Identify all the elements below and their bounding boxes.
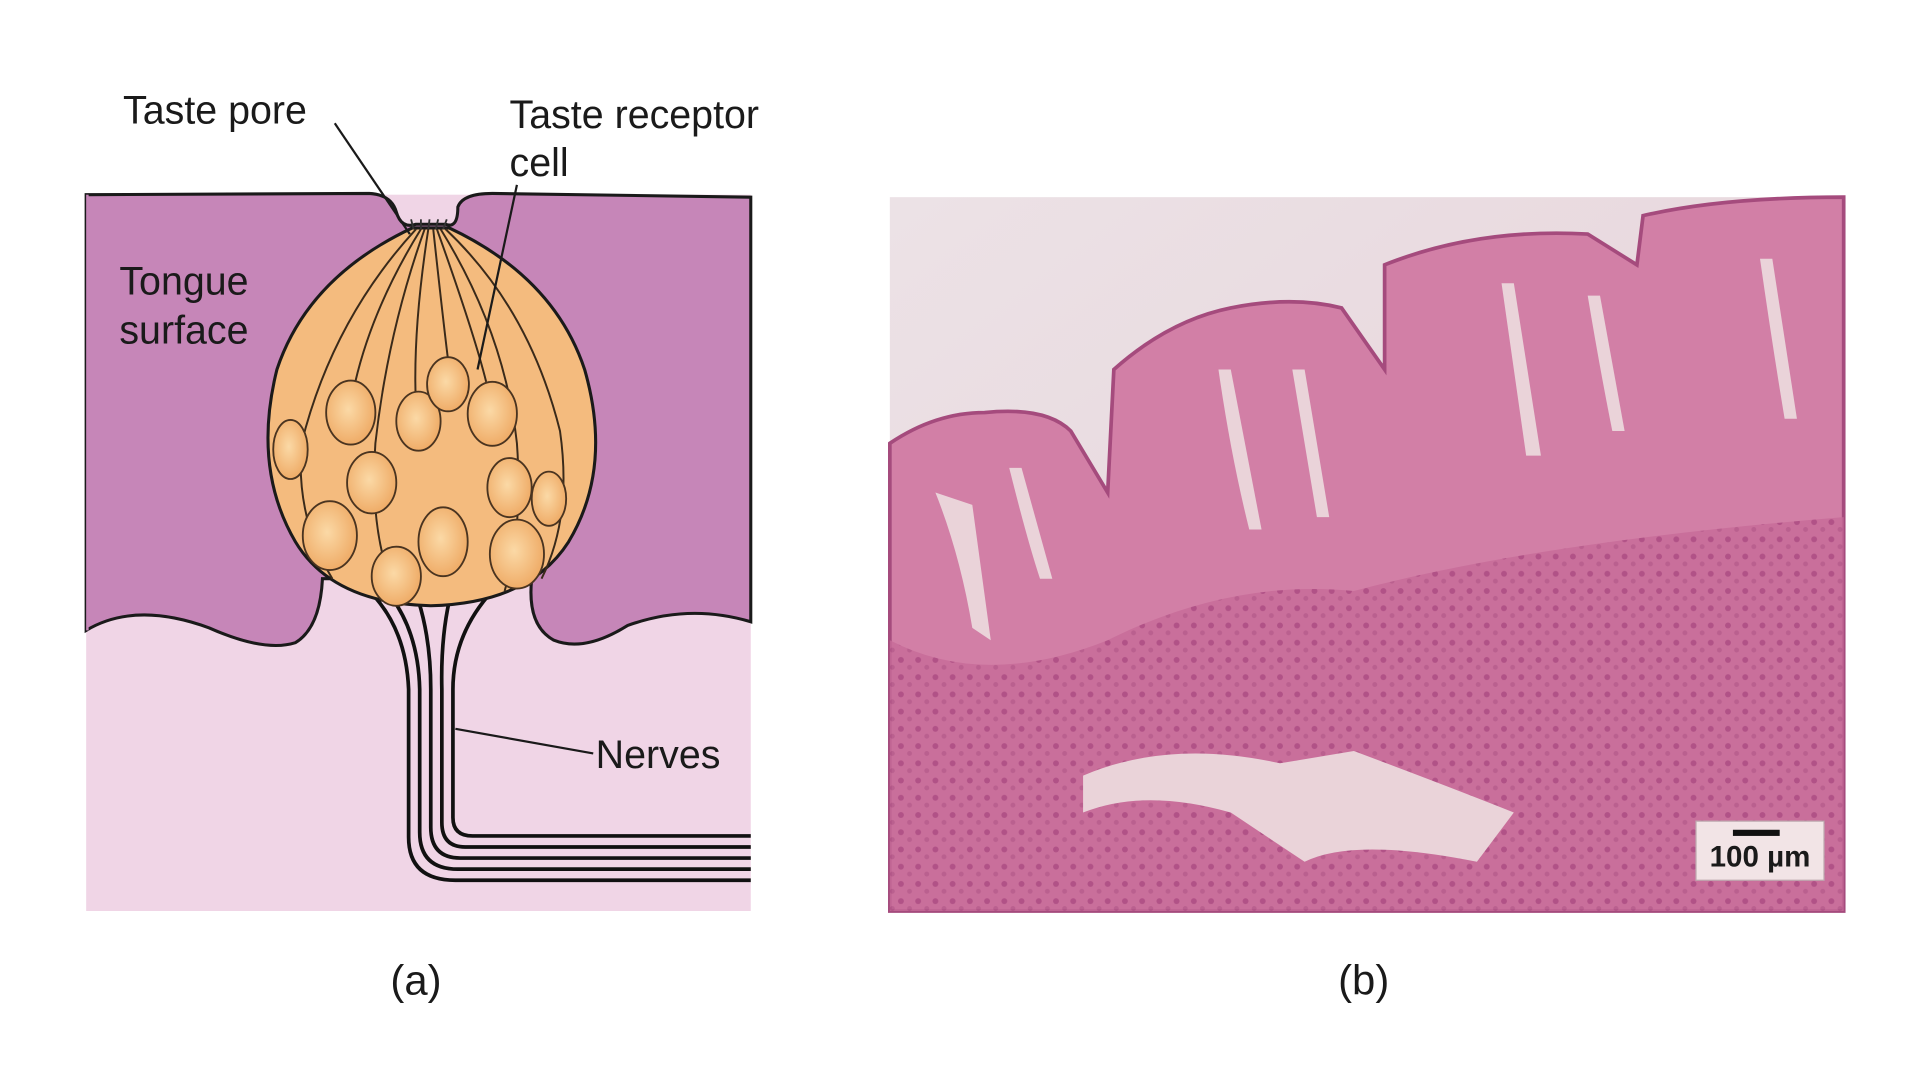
label-nerves: Nerves [596, 733, 721, 777]
taste-pore [410, 218, 448, 230]
scale-bar: 100 µm [1695, 820, 1825, 881]
label-tongue-surface: Tongue [119, 259, 248, 303]
scale-bar-label: 100 µm [1710, 841, 1811, 874]
histology-micrograph: 100 µm [888, 195, 1846, 913]
label-taste-pore: Taste pore [123, 88, 307, 132]
label-tongue-surface-2: surface [119, 309, 248, 353]
caption-a: (a) [390, 957, 441, 1004]
papilla-gaps [935, 258, 1797, 862]
leader-lines [333, 122, 594, 755]
nerves [367, 589, 751, 883]
taste-bud-diagram: Taste pore Taste receptor cell Tongue su… [84, 88, 759, 911]
label-taste-receptor-cell-2: cell [510, 141, 569, 185]
label-taste-receptor-cell: Taste receptor [510, 93, 759, 137]
caption-b: (b) [1338, 957, 1389, 1004]
cell-nuclei [272, 356, 568, 607]
